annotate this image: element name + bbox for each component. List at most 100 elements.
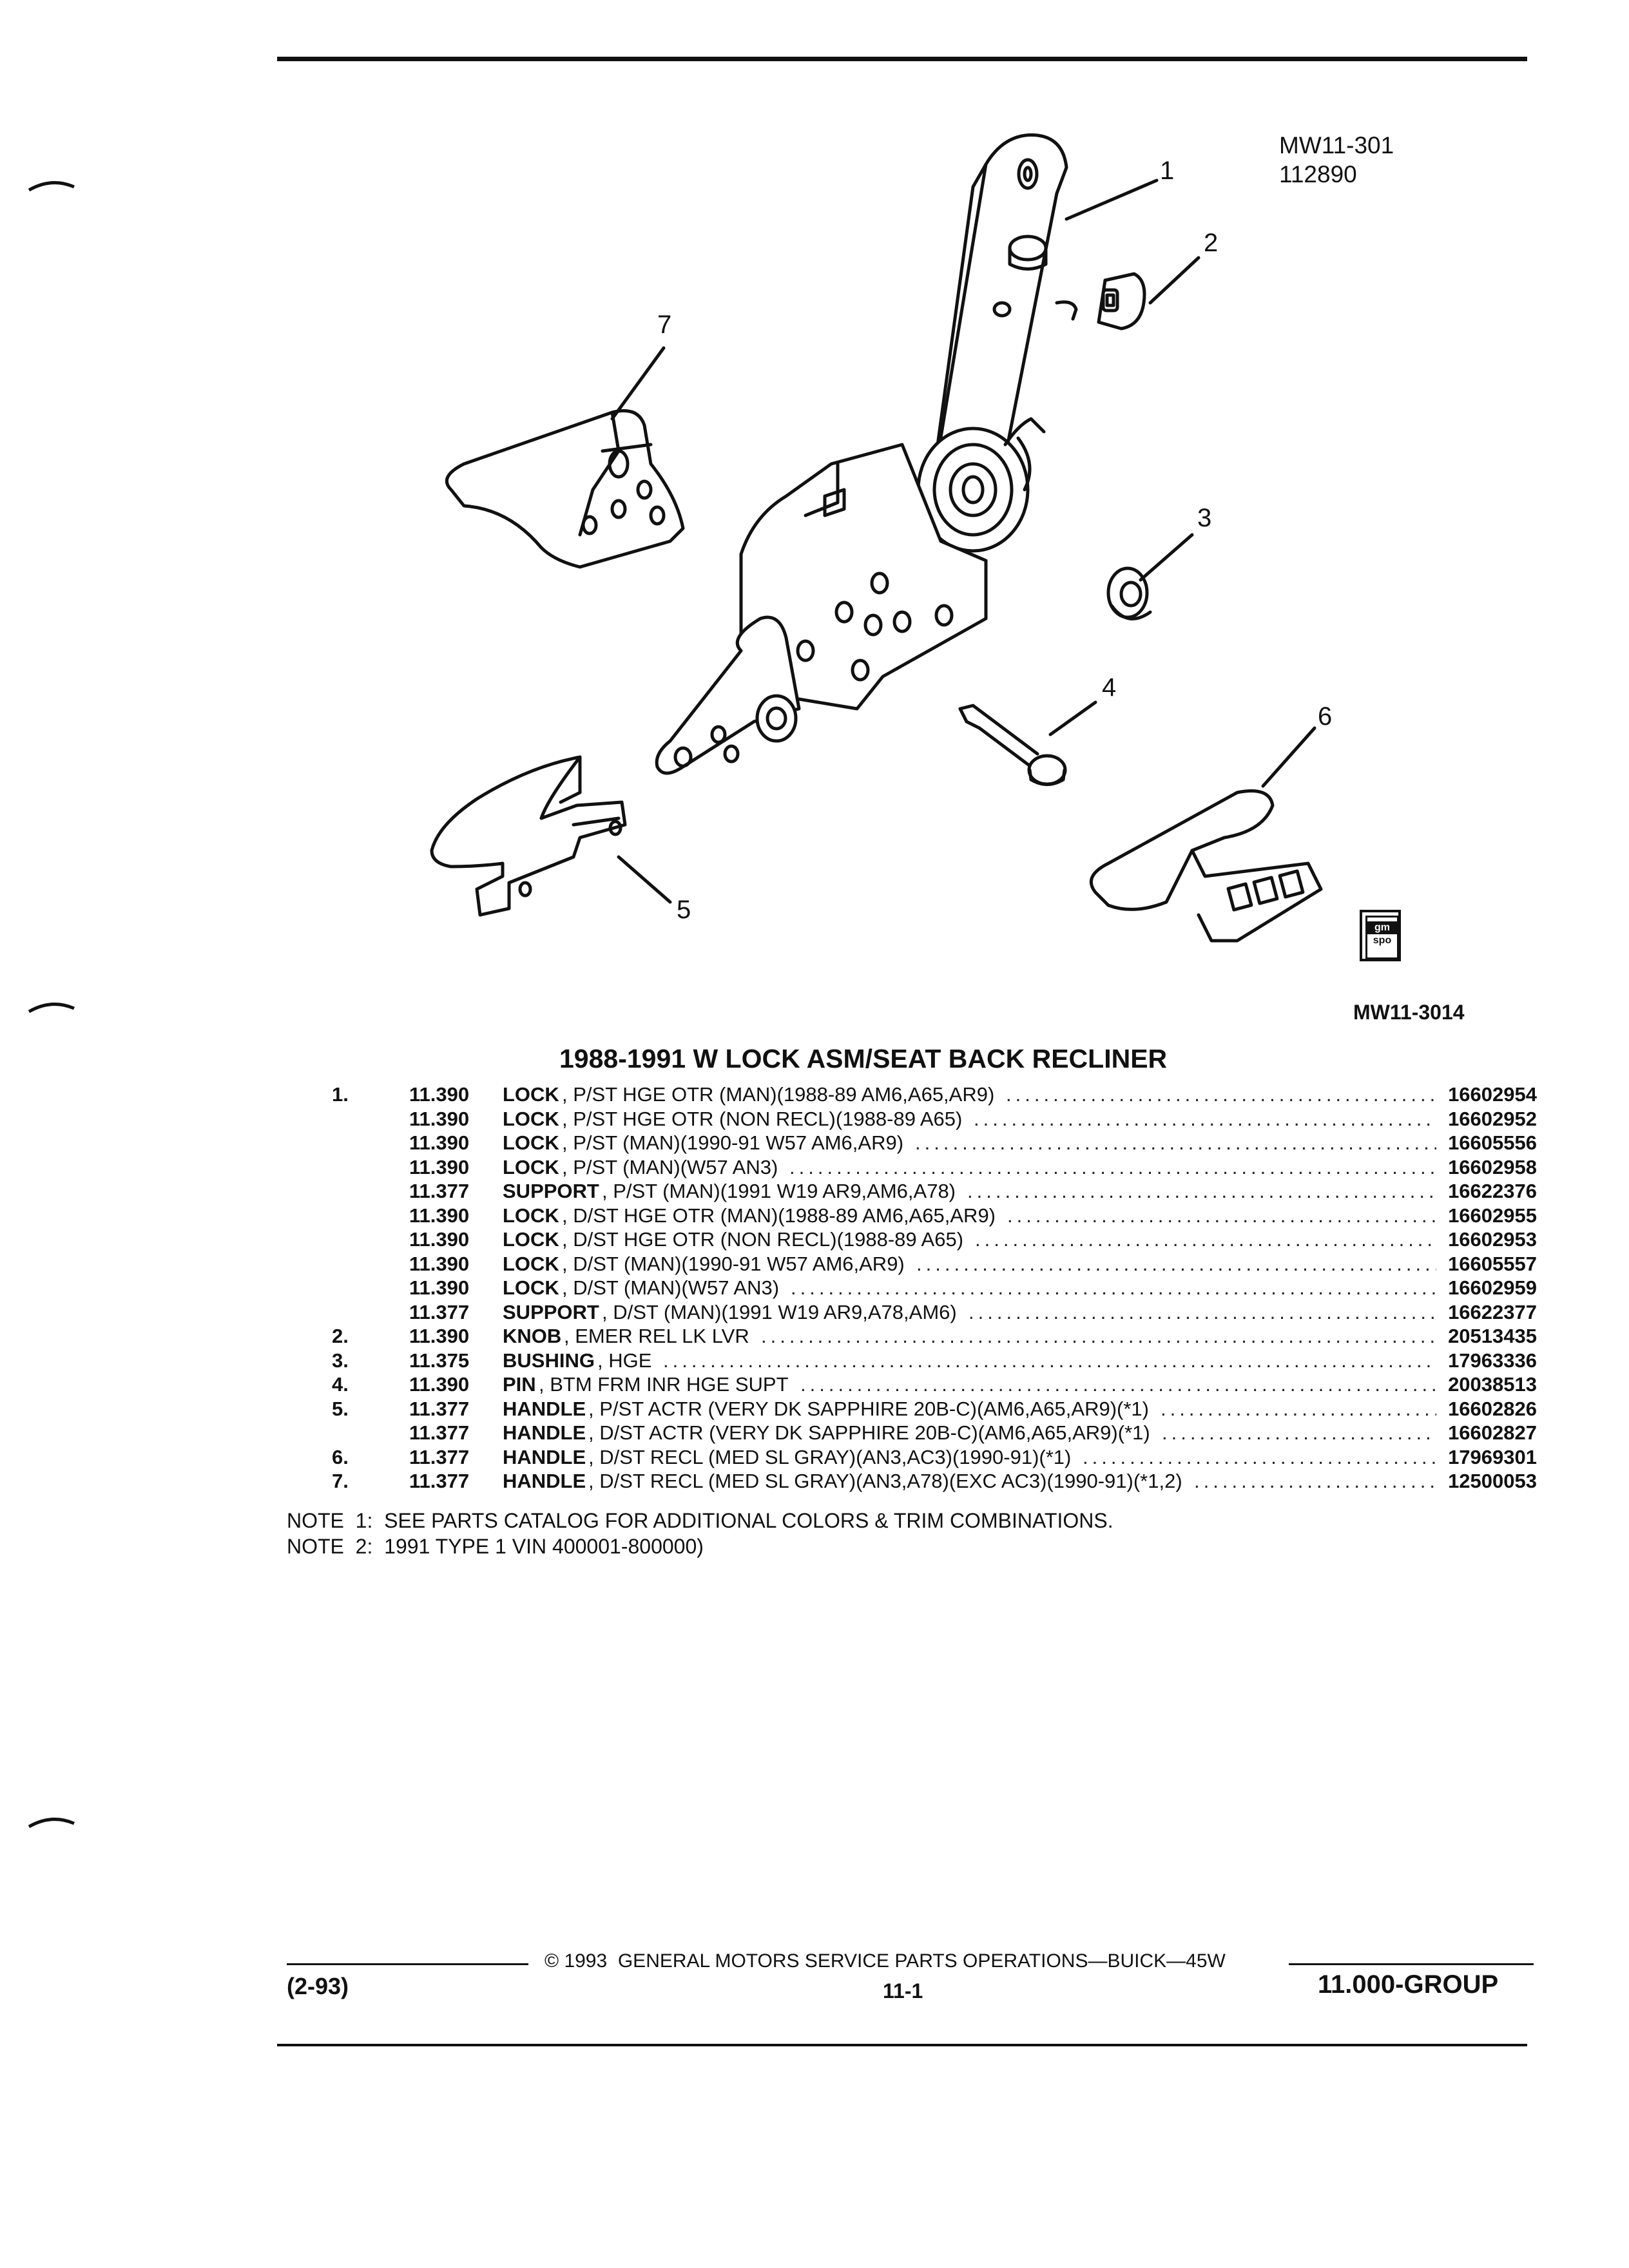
part-number: 16605556 — [1448, 1131, 1537, 1154]
part-name: PIN — [503, 1373, 536, 1396]
section-title: 1988-1991 W LOCK ASM/SEAT BACK RECLINER — [559, 1044, 1168, 1073]
part-description: , P/ST (MAN)(1991 W19 AR9,AM6,A78) — [602, 1180, 956, 1202]
margin-mark-bottom — [28, 1818, 75, 1829]
part-name: HANDLE — [503, 1445, 586, 1468]
leader-dots: ........................................… — [916, 1252, 1436, 1275]
leader-dots: .................................. — [1194, 1470, 1436, 1492]
pin-part — [958, 704, 1067, 786]
part-description: , D/ST HGE OTR (NON RECL)(1988-89 A65) — [562, 1228, 964, 1251]
leader-dots: ........................................… — [663, 1349, 1436, 1372]
part-number: 16602953 — [1448, 1228, 1537, 1251]
leader-3 — [1139, 533, 1194, 582]
leader-7 — [610, 346, 666, 421]
margin-mark-top — [28, 181, 75, 192]
margin-mark-mid — [28, 1003, 75, 1014]
part-index: 4. — [332, 1373, 349, 1396]
leader-2 — [1148, 256, 1200, 305]
part-number: 20513435 — [1448, 1325, 1537, 1347]
part-group-number: 11.375 — [409, 1349, 470, 1372]
part-group-number: 11.390 — [409, 1083, 470, 1106]
part-number: 16602955 — [1448, 1204, 1537, 1227]
part-name: HANDLE — [503, 1470, 586, 1492]
part-row: 11.390 LOCK, P/ST (MAN)(W57 AN3).........… — [332, 1155, 1537, 1180]
part-name: KNOB — [503, 1325, 562, 1347]
part-group-number: 11.390 — [409, 1107, 470, 1130]
leader-dots: ........................................… — [974, 1107, 1436, 1130]
note-2: NOTE 2: 1991 TYPE 1 VIN 400001-800000) — [287, 1535, 704, 1558]
part-group-number: 11.377 — [409, 1445, 470, 1468]
part-number: 16605557 — [1448, 1252, 1537, 1275]
part-name: LOCK — [503, 1107, 559, 1130]
part-group-number: 11.390 — [409, 1228, 470, 1251]
exploded-parts-diagram — [430, 133, 1323, 943]
leader-dots: ........................................… — [791, 1276, 1436, 1299]
part-number: 16602952 — [1448, 1107, 1537, 1130]
leader-dots: ........................................… — [800, 1373, 1436, 1396]
part-group-number: 11.390 — [409, 1204, 470, 1227]
part-name: LOCK — [503, 1228, 559, 1251]
leader-dots: ........................................… — [967, 1180, 1436, 1202]
part-index: 3. — [332, 1349, 349, 1372]
part-group-number: 11.390 — [409, 1373, 470, 1396]
leader-dots: ........................................… — [915, 1131, 1436, 1154]
part-number: 17963336 — [1448, 1349, 1537, 1372]
part-name: SUPPORT — [503, 1300, 599, 1323]
part-group-number: 11.390 — [409, 1325, 470, 1347]
footer-rule-left — [287, 1963, 528, 1965]
callout-5: 5 — [677, 896, 691, 924]
part-description: , EMER REL LK LVR — [564, 1325, 749, 1347]
part-name: HANDLE — [503, 1397, 586, 1420]
part-number: 16602826 — [1448, 1397, 1537, 1420]
part-description: , P/ST HGE OTR (NON RECL)(1988-89 A65) — [562, 1107, 963, 1130]
part-description: , D/ST RECL (MED SL GRAY)(AN3,A78)(EXC A… — [588, 1470, 1182, 1492]
part-row: 11.390 LOCK, P/ST HGE OTR (NON RECL)(1988… — [332, 1107, 1537, 1131]
ref-code-2: 112890 — [1279, 161, 1357, 187]
part-index: 5. — [332, 1397, 349, 1420]
notes: NOTE 1: SEE PARTS CATALOG FOR ADDITIONAL… — [287, 1508, 1113, 1559]
part-name: LOCK — [503, 1155, 559, 1178]
leader-5 — [617, 855, 672, 904]
bottom-rule — [277, 2044, 1527, 2046]
part-number: 16622377 — [1448, 1300, 1537, 1323]
part-name: LOCK — [503, 1204, 559, 1227]
part-group-number: 11.377 — [409, 1421, 470, 1444]
leader-dots: ........................................… — [789, 1155, 1436, 1178]
leader-dots: ........................................… — [1007, 1204, 1436, 1227]
part-number: 16622376 — [1448, 1180, 1537, 1202]
leader-dots: ........................................… — [975, 1228, 1436, 1251]
recliner-lock-arm — [655, 133, 1078, 775]
part-description: , D/ST ACTR (VERY DK SAPPHIRE 20B-C)(AM6… — [588, 1421, 1150, 1444]
part-group-number: 11.390 — [409, 1155, 470, 1178]
part-number: 20038513 — [1448, 1373, 1537, 1396]
part-description: , D/ST (MAN)(W57 AN3) — [562, 1276, 780, 1299]
part-group-number: 11.390 — [409, 1131, 470, 1154]
part-number: 16602954 — [1448, 1083, 1537, 1106]
callout-4: 4 — [1102, 673, 1117, 702]
part-description: , P/ST HGE OTR (MAN)(1988-89 AM6,A65,AR9… — [562, 1083, 995, 1106]
part-group-number: 11.377 — [409, 1180, 470, 1202]
part-group-number: 11.377 — [409, 1470, 470, 1492]
part-description: , HGE — [597, 1349, 652, 1372]
handle-6-part — [1089, 789, 1323, 943]
part-row: 11.390 LOCK, D/ST HGE OTR (NON RECL)(1988… — [332, 1227, 1537, 1252]
part-description: , P/ST (MAN)(W57 AN3) — [562, 1155, 778, 1178]
callout-2: 2 — [1204, 229, 1219, 257]
part-number: 12500053 — [1448, 1470, 1537, 1492]
part-description: , D/ST (MAN)(1990-91 W57 AM6,AR9) — [562, 1252, 905, 1275]
part-number: 16602959 — [1448, 1276, 1537, 1299]
part-description: , P/ST (MAN)(1990-91 W57 AM6,AR9) — [562, 1131, 904, 1154]
part-name: LOCK — [503, 1276, 559, 1299]
part-group-number: 11.377 — [409, 1397, 470, 1420]
part-number: 16602958 — [1448, 1155, 1537, 1178]
part-index: 7. — [332, 1470, 349, 1492]
handle-7-part — [445, 409, 685, 569]
part-name: LOCK — [503, 1252, 559, 1275]
part-name: SUPPORT — [503, 1180, 599, 1202]
